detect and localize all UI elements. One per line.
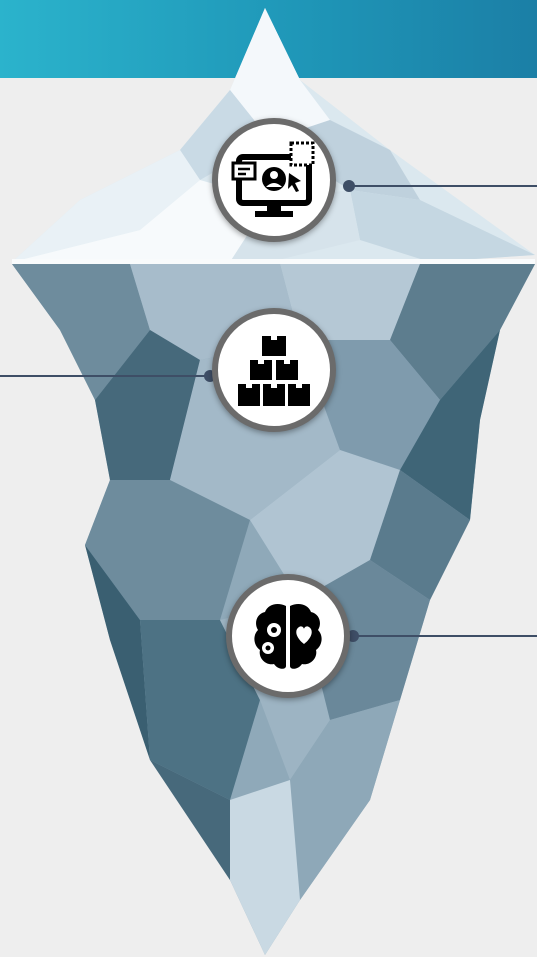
web-user-interface-icon [231,141,315,217]
icon-circle-top [212,118,336,242]
stacked-boxes-icon [238,336,310,406]
brain-gears-heart-icon [254,604,322,669]
icon-circle-bottom [226,574,350,698]
icon-circle-middle [212,308,336,432]
